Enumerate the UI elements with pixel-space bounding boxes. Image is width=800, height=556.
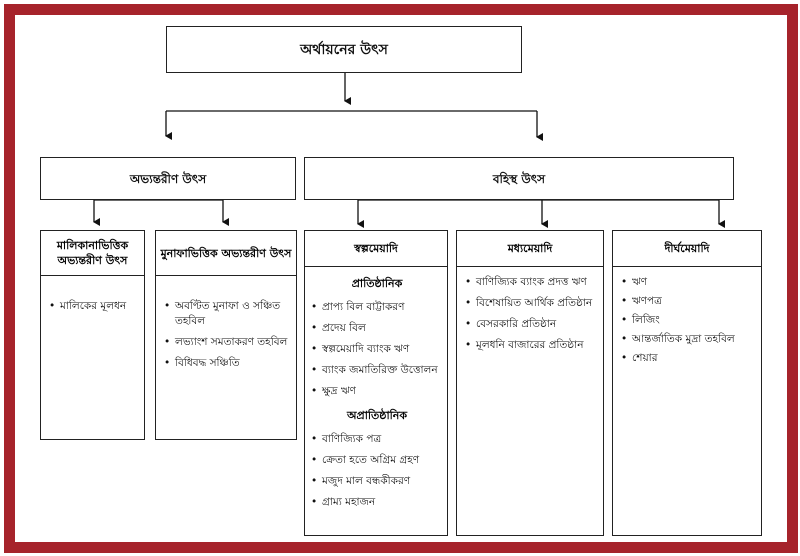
- short-term-title: স্বল্পমেয়াদি: [305, 231, 447, 267]
- non-institutional-subheading: অপ্রাতিষ্ঠানিক: [346, 409, 408, 422]
- list-item: শেয়ার: [621, 351, 757, 366]
- list-item: অবণ্টিত মুনাফা ও সঞ্চিত তহবিল: [164, 299, 292, 329]
- list-item: বেসরকারি প্রতিষ্ঠান: [465, 317, 599, 332]
- medium-term-list: বাণিজ্যিক ব্যাংক প্রদত্ত ঋণ বিশেষায়িত আ…: [465, 275, 599, 359]
- long-term-list: ঋণ ঋণপত্র লিজিং আন্তর্জাতিক মুদ্রা তহবিল…: [621, 275, 757, 370]
- root-node: অর্থায়নের উৎস: [166, 26, 522, 73]
- list-item: আন্তর্জাতিক মুদ্রা তহবিল: [621, 332, 757, 347]
- profit-based-title: মুনাফাভিত্তিক অভ্যন্তরীণ উৎস: [156, 231, 296, 276]
- long-term-title: দীর্ঘমেয়াদি: [613, 231, 761, 267]
- list-item: বাণিজ্যিক পত্র: [311, 432, 443, 447]
- list-item: ঋণপত্র: [621, 294, 757, 309]
- external-source-node: বহিস্থ উৎস: [304, 157, 734, 200]
- list-item: গ্রাম্য মহাজন: [311, 495, 443, 510]
- non-institutional-list: বাণিজ্যিক পত্র ক্রেতা হতে অগ্রিম গ্রহণ ম…: [311, 432, 443, 510]
- institutional-list: প্রাপ্য বিল বাট্টাকরণ প্রদেয় বিল স্বল্প…: [311, 300, 443, 399]
- long-term-column: দীর্ঘমেয়াদি ঋণ ঋণপত্র লিজিং আন্তর্জাতিক…: [612, 230, 762, 536]
- list-item: প্রাপ্য বিল বাট্টাকরণ: [311, 300, 443, 315]
- list-item: লভ্যাংশ সমতাকরণ তহবিল: [164, 335, 292, 350]
- owner-based-title: মালিকানাভিত্তিক অভ্যন্তরীণ উৎস: [41, 231, 144, 276]
- medium-term-column: মধ্যমেয়াদি বাণিজ্যিক ব্যাংক প্রদত্ত ঋণ …: [456, 230, 604, 536]
- list-item: ব্যাংক জমাতিরিক্ত উত্তোলন: [311, 363, 443, 378]
- internal-source-node: অভ্যন্তরীণ উৎস: [40, 157, 296, 200]
- profit-based-column: মুনাফাভিত্তিক অভ্যন্তরীণ উৎস অবণ্টিত মুন…: [155, 230, 297, 440]
- list-item: স্বল্পমেয়াদি ব্যাংক ঋণ: [311, 342, 443, 357]
- internal-source-title: অভ্যন্তরীণ উৎস: [129, 171, 207, 186]
- list-item: ক্রেতা হতে অগ্রিম গ্রহণ: [311, 453, 443, 468]
- list-item: প্রদেয় বিল: [311, 321, 443, 336]
- list-item: মালিকের মূলধন: [49, 299, 140, 314]
- list-item: ঋণ: [621, 275, 757, 290]
- owner-based-list: মালিকের মূলধন: [49, 299, 140, 320]
- list-item: ক্ষুদ্র ঋণ: [311, 384, 443, 399]
- list-item: বিধিবদ্ধ সঞ্চিতি: [164, 356, 292, 371]
- profit-based-list: অবণ্টিত মুনাফা ও সঞ্চিত তহবিল লভ্যাংশ সম…: [164, 299, 292, 377]
- list-item: বাণিজ্যিক ব্যাংক প্রদত্ত ঋণ: [465, 275, 599, 290]
- owner-based-column: মালিকানাভিত্তিক অভ্যন্তরীণ উৎস মালিকের ম…: [40, 230, 145, 440]
- medium-term-title: মধ্যমেয়াদি: [457, 231, 603, 267]
- external-source-title: বহিস্থ উৎস: [492, 171, 546, 186]
- root-title: অর্থায়নের উৎস: [300, 41, 388, 58]
- short-term-column: স্বল্পমেয়াদি প্রাতিষ্ঠানিক প্রাপ্য বিল …: [304, 230, 448, 536]
- list-item: লিজিং: [621, 313, 757, 328]
- institutional-subheading: প্রাতিষ্ঠানিক: [351, 277, 403, 290]
- list-item: মজুদ মাল বন্ধকীকরণ: [311, 474, 443, 489]
- list-item: মূলধনি বাজারের প্রতিষ্ঠান: [465, 338, 599, 353]
- list-item: বিশেষায়িত আর্থিক প্রতিষ্ঠান: [465, 296, 599, 311]
